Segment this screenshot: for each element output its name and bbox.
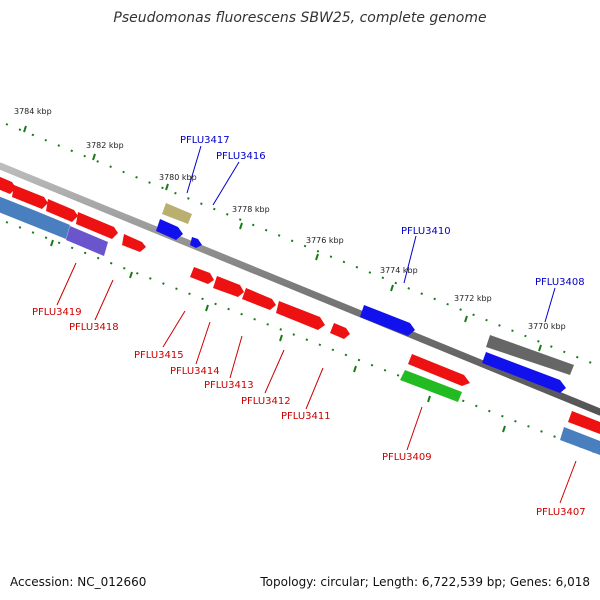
gene-shape[interactable] — [560, 427, 600, 455]
tick-label: 3782 kbp — [86, 141, 124, 150]
page-title: Pseudomonas fluorescens SBW25, complete … — [113, 10, 487, 26]
gene-shape[interactable] — [568, 411, 600, 434]
gene-label[interactable]: PFLU3416 — [216, 151, 266, 162]
gene-shape[interactable] — [482, 352, 566, 393]
gene-label[interactable]: PFLU3418 — [69, 322, 119, 333]
gene-shape[interactable] — [190, 237, 202, 248]
gene-label[interactable]: PFLU3419 — [32, 307, 82, 318]
gene-shape[interactable] — [486, 335, 574, 375]
gene-label[interactable]: PFLU3411 — [281, 411, 331, 422]
tick-label: 3774 kbp — [380, 266, 418, 275]
gene-shape[interactable] — [0, 176, 16, 194]
genome-backbone — [0, 162, 600, 416]
gene-shape[interactable] — [190, 267, 214, 284]
tick-label: 3776 kbp — [306, 236, 344, 245]
tick-label: 3784 kbp — [14, 107, 52, 116]
gene-label[interactable]: PFLU3412 — [241, 396, 291, 407]
gene-shape[interactable] — [156, 219, 183, 240]
gene-label[interactable]: PFLU3407 — [536, 507, 586, 518]
gene-shape[interactable] — [0, 196, 70, 239]
gene-shape[interactable] — [12, 185, 48, 209]
tick-label: 3770 kbp — [528, 322, 566, 331]
tick-label: 3778 kbp — [232, 205, 270, 214]
gene-label[interactable]: PFLU3415 — [134, 350, 184, 361]
gene-shape[interactable] — [46, 199, 78, 222]
gene-row-middle — [156, 203, 415, 339]
gene-label[interactable]: PFLU3410 — [401, 226, 451, 237]
accession-text: Accession: NC_012660 — [10, 575, 147, 589]
gene-label[interactable]: PFLU3408 — [535, 277, 585, 288]
gene-row-left — [0, 176, 146, 256]
tick-label: 3780 kbp — [159, 173, 197, 182]
major-ticks-lower — [50, 239, 506, 433]
gene-label[interactable]: PFLU3414 — [170, 366, 220, 377]
gene-shape[interactable] — [276, 301, 325, 330]
gene-shape[interactable] — [242, 288, 276, 310]
leader-lines-plus — [186, 145, 556, 323]
gene-shape[interactable] — [408, 354, 470, 386]
gene-shape[interactable] — [122, 234, 146, 252]
gene-shape[interactable] — [330, 323, 350, 339]
gene-shape[interactable] — [76, 212, 118, 239]
gene-label[interactable]: PFLU3409 — [382, 452, 432, 463]
gene-label[interactable]: PFLU3413 — [204, 380, 254, 391]
gene-row-right — [400, 335, 600, 455]
gene-shape[interactable] — [400, 370, 462, 402]
gene-shape[interactable] — [360, 305, 415, 336]
genome-info-text: Topology: circular; Length: 6,722,539 bp… — [260, 575, 590, 589]
tick-label: 3772 kbp — [454, 294, 492, 303]
gene-shape[interactable] — [66, 226, 108, 256]
gene-shape[interactable] — [213, 276, 244, 297]
gene-label[interactable]: PFLU3417 — [180, 135, 230, 146]
major-ticks-upper — [23, 125, 542, 352]
gene-shape[interactable] — [162, 203, 192, 224]
leader-lines-minus — [56, 262, 577, 504]
